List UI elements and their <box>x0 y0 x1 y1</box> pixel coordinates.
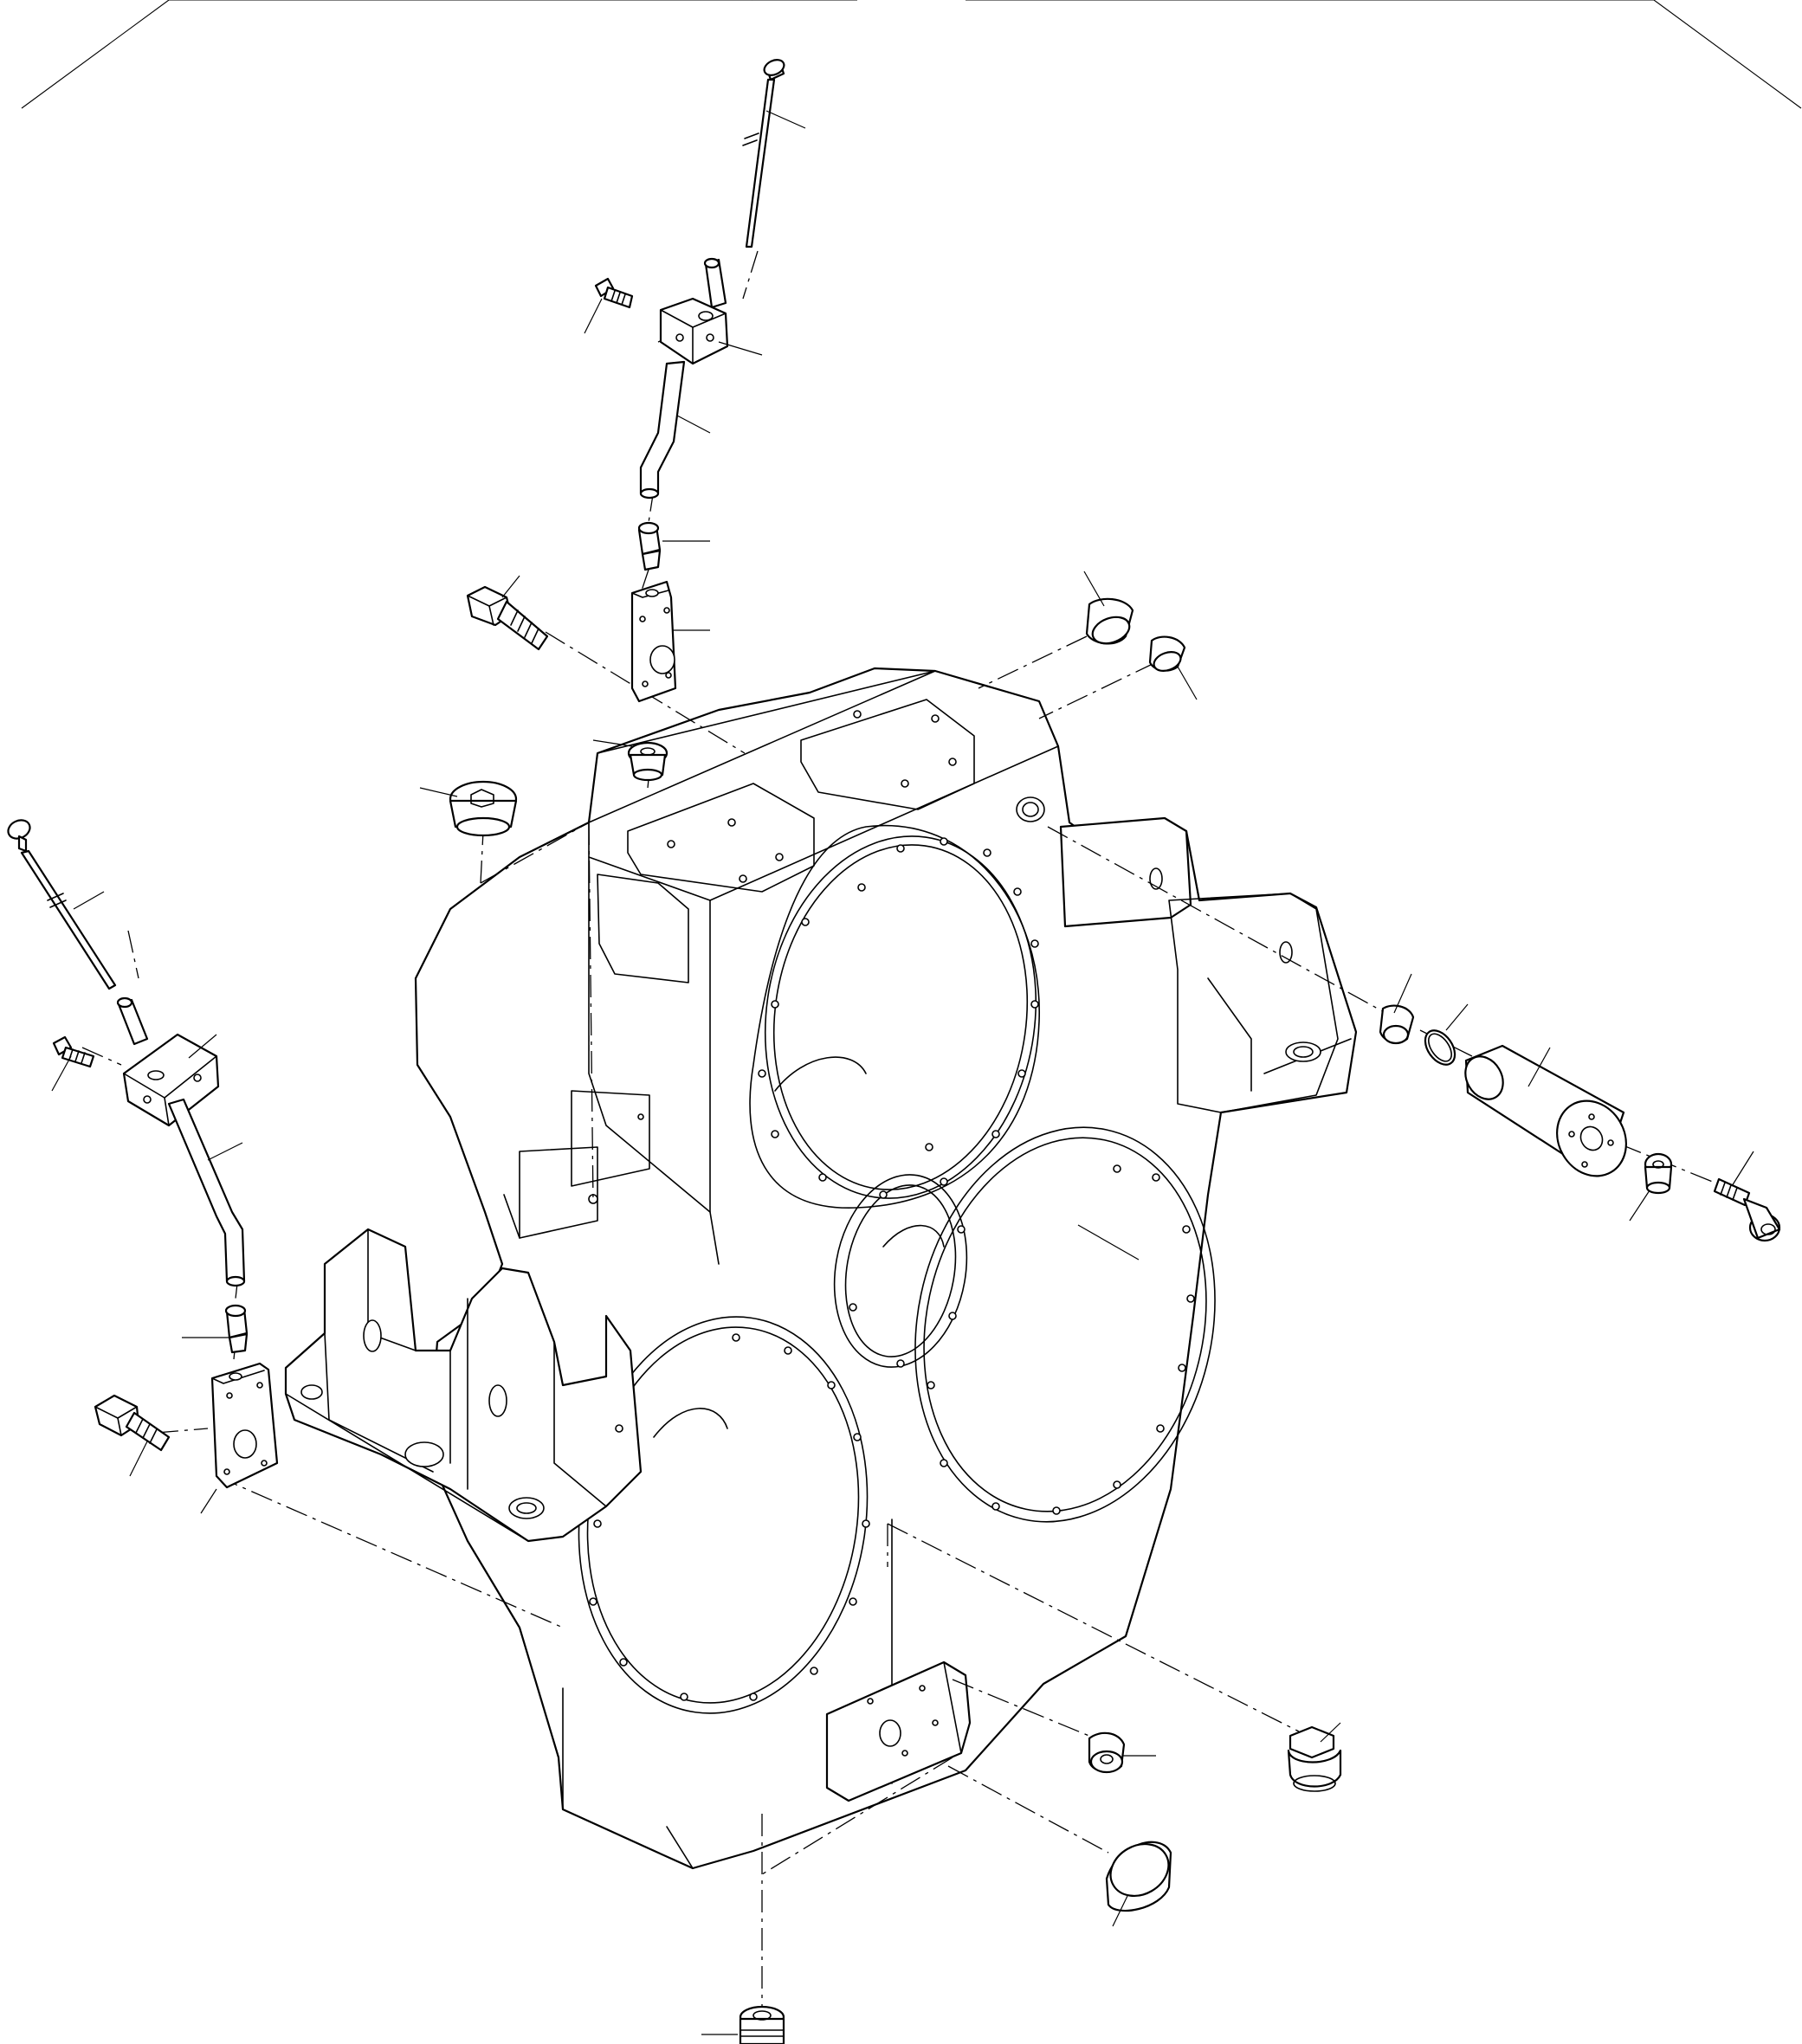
housing-holes <box>300 710 1321 1757</box>
plug-bottom-right[interactable] <box>1287 1725 1342 1792</box>
dipstick-assembly-top[interactable] <box>594 57 786 703</box>
plug-screw-large-left[interactable] <box>449 780 518 837</box>
socket-plug-small[interactable] <box>1644 1152 1673 1195</box>
plug-right-top-1[interactable] <box>1085 597 1134 648</box>
plug-screw-center[interactable] <box>627 741 668 782</box>
cover-cap-bottom[interactable] <box>1101 1834 1179 1912</box>
socket-head-screw-right[interactable] <box>1713 1177 1781 1242</box>
dipstick-assembly-left[interactable] <box>5 816 279 1489</box>
gearbox-housing <box>284 667 1358 1870</box>
assembly-axes <box>81 250 1724 2017</box>
plug-shaft-side[interactable] <box>1379 1004 1415 1045</box>
drawing-frame <box>21 0 1802 109</box>
plug-right-top-2[interactable] <box>1148 635 1186 674</box>
o-ring[interactable] <box>1419 1025 1461 1070</box>
plug-bottom-small[interactable] <box>1088 1731 1126 1774</box>
hex-bolt-left[interactable] <box>94 1394 171 1452</box>
leader-lines <box>51 110 1754 2035</box>
hex-bolt-top[interactable] <box>466 585 549 651</box>
plug-screw-bottom[interactable] <box>739 2005 785 2044</box>
shaft-flange[interactable] <box>1458 1044 1640 1189</box>
